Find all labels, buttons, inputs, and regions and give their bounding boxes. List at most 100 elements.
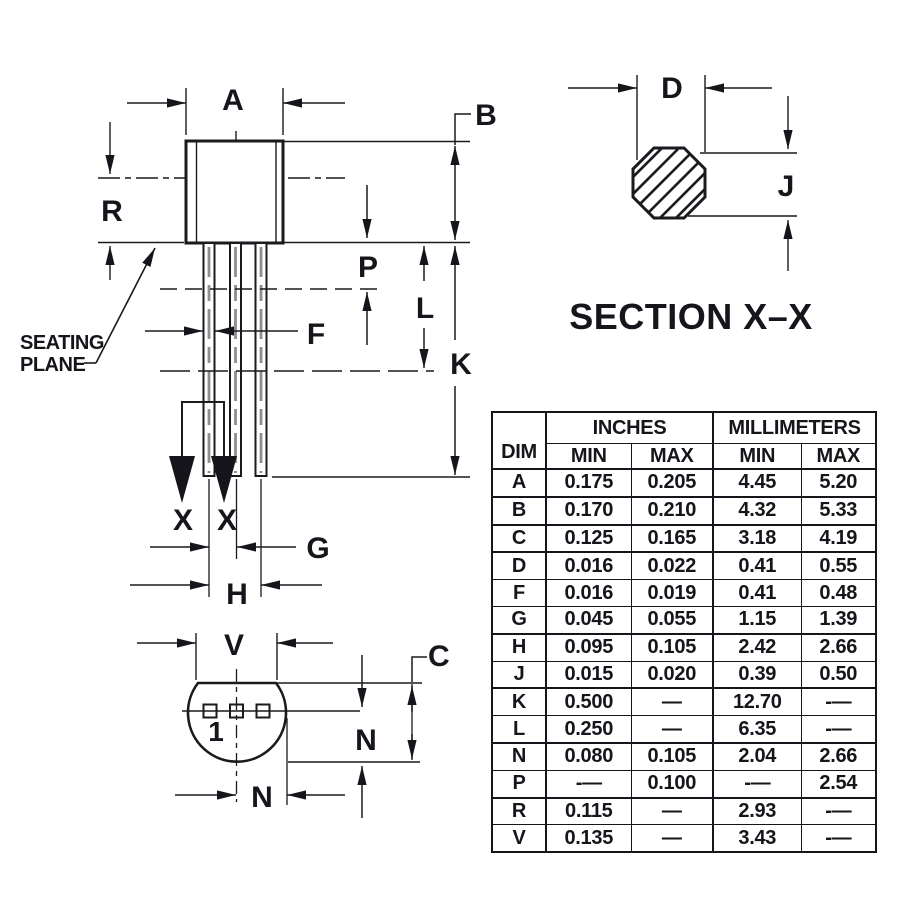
value-cell: — (630, 824, 713, 853)
value-cell: 0.165 (630, 523, 713, 553)
value-cell: -— (545, 769, 631, 798)
value-cell: 0.41 (712, 551, 801, 580)
value-cell: 0.39 (712, 660, 801, 689)
value-cell: 0.115 (545, 796, 631, 825)
value-cell: 2.66 (800, 741, 876, 771)
section-cut-marks (169, 401, 237, 503)
value-cell: 2.42 (712, 632, 801, 662)
group-header-millimeters: MILLIMETERS (712, 412, 876, 444)
value-cell: — (630, 715, 713, 743)
leads (202, 242, 268, 477)
seating-plane-label-line2: PLANE (20, 354, 85, 376)
value-cell: 0.500 (545, 687, 631, 716)
value-cell: 0.016 (545, 579, 631, 607)
dim-cell: R (492, 796, 546, 825)
dim-label-b: B (475, 99, 497, 132)
dim-a-callout (127, 88, 345, 135)
dim-cell: V (492, 824, 546, 853)
table-subheader-row: MIN MAX MIN MAX (492, 443, 876, 469)
value-cell: 0.250 (545, 715, 631, 743)
dim-label-n-side: N (355, 724, 377, 757)
value-cell: 0.016 (545, 551, 631, 580)
dim-label-a: A (222, 84, 244, 117)
dim-cell: H (492, 632, 546, 662)
section-title: SECTION X–X (569, 296, 813, 337)
value-cell: 2.66 (800, 632, 876, 662)
section-arrow-left (169, 456, 195, 503)
value-cell: 0.210 (630, 495, 713, 525)
seating-plane-label-line1: SEATING (20, 332, 104, 354)
value-cell: 0.55 (800, 551, 876, 580)
dim-j-callout (688, 96, 797, 271)
dim-p-callout (160, 185, 382, 345)
value-cell: — (630, 687, 713, 716)
value-cell: -— (800, 687, 876, 716)
value-cell: 0.080 (545, 741, 631, 771)
dim-cell: P (492, 769, 546, 798)
value-cell: 1.39 (800, 605, 876, 634)
dim-b-callout (450, 113, 471, 240)
value-cell: 2.04 (712, 741, 801, 771)
value-cell: 0.170 (545, 495, 631, 525)
dim-label-v: V (224, 629, 244, 662)
value-cell: 0.105 (630, 741, 713, 771)
front-view (84, 88, 471, 597)
section-arrow-right (211, 456, 237, 503)
dim-cell: A (492, 468, 546, 497)
dim-label-j: J (778, 170, 795, 203)
dim-d-callout (568, 75, 772, 160)
group-header-inches: INCHES (545, 412, 713, 444)
value-cell: -— (800, 715, 876, 743)
dim-v-callout (137, 633, 333, 680)
dim-label-d: D (661, 72, 683, 105)
dim-cell: N (492, 741, 546, 771)
dim-cell: L (492, 715, 546, 743)
value-cell: -— (800, 824, 876, 853)
value-cell: 3.18 (712, 523, 801, 553)
dim-cell: F (492, 579, 546, 607)
value-cell: 0.48 (800, 579, 876, 607)
dim-cell: C (492, 523, 546, 553)
section-x-label-left: X (173, 504, 193, 537)
value-cell: 0.105 (630, 632, 713, 662)
value-cell: — (630, 796, 713, 825)
value-cell: 5.33 (800, 495, 876, 525)
value-cell: 1.15 (712, 605, 801, 634)
dim-cell: B (492, 495, 546, 525)
dim-cell: D (492, 551, 546, 580)
dim-label-l: L (416, 292, 434, 325)
dim-n-bottom-callout (175, 718, 345, 805)
value-cell: 4.45 (712, 468, 801, 497)
dim-label-g: G (306, 532, 329, 565)
value-cell: 3.43 (712, 824, 801, 853)
value-cell: 4.32 (712, 495, 801, 525)
value-cell: 0.055 (630, 605, 713, 634)
value-cell: 0.022 (630, 551, 713, 580)
value-cell: 0.015 (545, 660, 631, 689)
col-header-inches-max: MAX (630, 443, 713, 469)
dim-label-p: P (358, 251, 378, 284)
value-cell: 0.205 (630, 468, 713, 497)
value-cell: 0.175 (545, 468, 631, 497)
dim-label-c: C (428, 640, 450, 673)
dim-g-h-callouts (130, 479, 322, 597)
table-group-header-row: DIM INCHES MILLIMETERS (492, 412, 876, 470)
dim-label-n-bottom: N (251, 781, 273, 814)
dim-cell: G (492, 605, 546, 634)
value-cell: 2.54 (800, 769, 876, 798)
value-cell: 0.045 (545, 605, 631, 634)
dim-label-r: R (101, 195, 123, 228)
value-cell: 2.93 (712, 796, 801, 825)
value-cell: 0.095 (545, 632, 631, 662)
value-cell: 0.019 (630, 579, 713, 607)
